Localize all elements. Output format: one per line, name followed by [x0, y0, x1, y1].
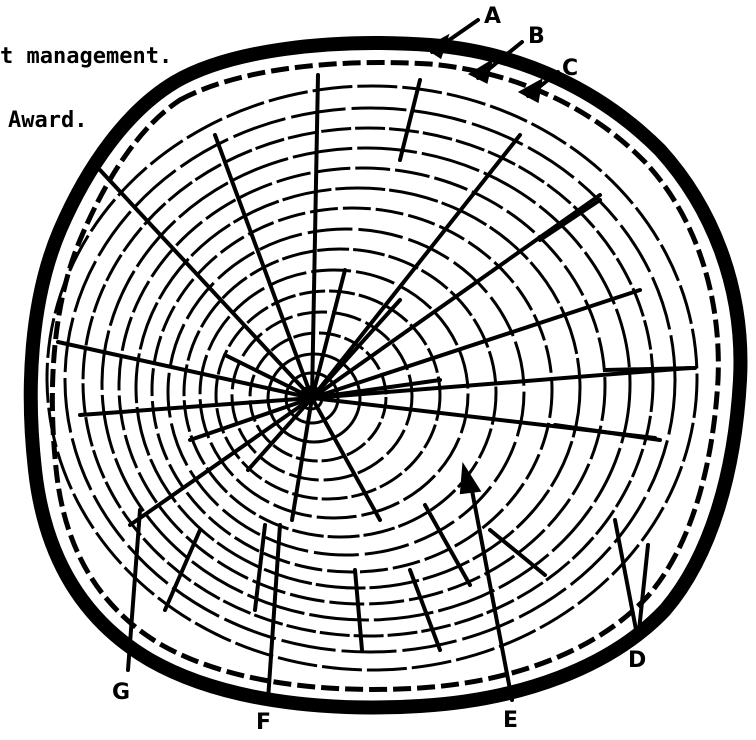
- label-d: D: [628, 650, 646, 672]
- ray: [312, 398, 380, 520]
- check: [555, 425, 660, 440]
- ray: [312, 75, 318, 398]
- growth-ring: [119, 168, 605, 604]
- check: [605, 368, 695, 370]
- check: [425, 505, 470, 585]
- caption-fragment-award: Award.: [8, 108, 87, 133]
- pointer-e: [470, 480, 512, 700]
- pith: [305, 392, 317, 404]
- caption-fragment-management: t management.: [0, 44, 172, 69]
- label-f: F: [256, 712, 271, 734]
- ray: [80, 398, 312, 415]
- pointer-d: [615, 520, 638, 640]
- check: [400, 80, 420, 160]
- pointer-b-head: [472, 63, 490, 81]
- label-g: G: [112, 682, 130, 704]
- label-c: C: [562, 58, 578, 80]
- ray: [130, 398, 312, 525]
- check: [410, 570, 440, 650]
- label-b: B: [528, 26, 545, 48]
- pointer-f: [268, 525, 280, 700]
- label-e: E: [503, 710, 518, 732]
- ray: [100, 170, 312, 398]
- label-a: A: [484, 6, 501, 28]
- ray: [312, 368, 690, 398]
- check: [355, 570, 362, 650]
